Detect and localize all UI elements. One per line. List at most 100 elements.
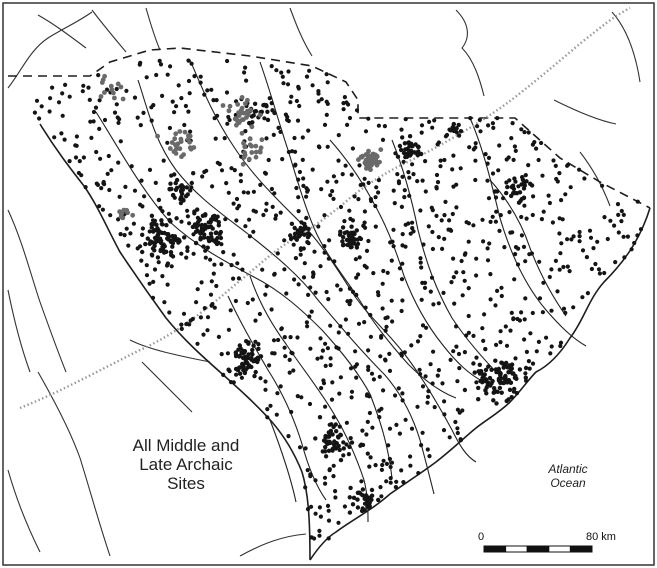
site-dot (422, 285, 428, 290)
site-dot (354, 108, 360, 113)
site-dot (213, 217, 219, 222)
site-dot (493, 195, 499, 200)
site-dot (207, 238, 212, 244)
site-dot (118, 210, 124, 216)
site-dot (356, 197, 361, 202)
site-dot (370, 425, 375, 430)
site-dot (325, 80, 330, 85)
site-dot (295, 394, 300, 399)
site-dot (471, 333, 476, 338)
site-dot (505, 184, 510, 190)
site-dot (167, 310, 172, 315)
site-dot (513, 373, 518, 379)
outer-rivers (7, 7, 641, 557)
site-dot (249, 355, 254, 361)
site-dot (326, 508, 331, 513)
site-dot (468, 116, 473, 121)
site-dot (353, 364, 358, 369)
site-dot (193, 229, 199, 234)
site-dot (203, 222, 208, 228)
site-dot (117, 117, 122, 122)
site-dot (342, 230, 347, 236)
site-dot (616, 212, 621, 217)
site-dot (477, 117, 482, 122)
site-dot (608, 218, 613, 223)
site-dot (147, 281, 152, 286)
site-dot (345, 299, 350, 304)
site-dot (262, 116, 267, 121)
site-dot (116, 160, 121, 165)
site-dot (337, 424, 342, 429)
site-dot (454, 344, 459, 349)
site-dot (126, 243, 131, 248)
site-dot (395, 154, 401, 159)
site-dot (52, 135, 57, 140)
site-dot (168, 64, 173, 69)
site-dot (548, 351, 553, 356)
site-dot (154, 72, 159, 78)
site-dot (411, 172, 416, 177)
site-dot (407, 153, 413, 158)
site-dot (310, 274, 316, 279)
site-dot (291, 242, 296, 247)
site-dot (454, 126, 459, 131)
site-dot (378, 354, 383, 359)
site-dot (184, 185, 190, 190)
state-border (8, 47, 651, 561)
site-dot (161, 158, 166, 163)
site-dot (262, 102, 267, 108)
site-dot (270, 108, 275, 113)
site-dot (441, 290, 446, 295)
site-dot (547, 274, 552, 280)
site-dot (250, 120, 255, 125)
site-dot (602, 270, 607, 276)
site-dot (452, 301, 457, 306)
site-dot (281, 81, 286, 86)
site-dot (114, 86, 119, 92)
site-dot (347, 444, 352, 450)
site-dot (296, 282, 301, 287)
site-dot (149, 240, 155, 245)
site-dot (462, 278, 467, 283)
site-dot (388, 464, 393, 470)
site-dot (226, 367, 231, 372)
site-dot (189, 61, 194, 66)
site-dot (181, 152, 187, 158)
site-dot (415, 179, 420, 184)
site-dot (286, 69, 291, 74)
site-dot (480, 217, 485, 222)
site-dot (191, 251, 196, 256)
site-dot (420, 384, 426, 389)
site-dot (237, 343, 242, 348)
site-dot (485, 246, 490, 251)
site-dot (407, 134, 413, 139)
site-dot (153, 180, 158, 185)
site-dot (389, 298, 394, 303)
site-dot (242, 152, 248, 158)
site-dot (231, 276, 236, 281)
site-dot (417, 367, 422, 372)
site-dot (443, 199, 448, 204)
site-dot (99, 186, 104, 191)
site-dot (512, 277, 517, 282)
site-dot (378, 485, 383, 490)
site-dot (108, 83, 114, 89)
site-dot (287, 357, 292, 362)
site-dot (549, 267, 554, 272)
site-dot (93, 105, 99, 110)
site-dot (251, 359, 256, 364)
site-dot (399, 277, 405, 282)
site-dot (319, 97, 324, 102)
site-dot (391, 188, 396, 193)
site-dot (523, 259, 528, 264)
site-dot (243, 356, 248, 361)
site-dot (537, 296, 543, 301)
site-dot (376, 497, 381, 503)
site-dot (451, 256, 456, 261)
site-dot (226, 327, 231, 332)
site-dot (214, 98, 219, 103)
site-dot (205, 328, 210, 333)
site-dot (209, 279, 214, 284)
site-dot (224, 181, 229, 186)
